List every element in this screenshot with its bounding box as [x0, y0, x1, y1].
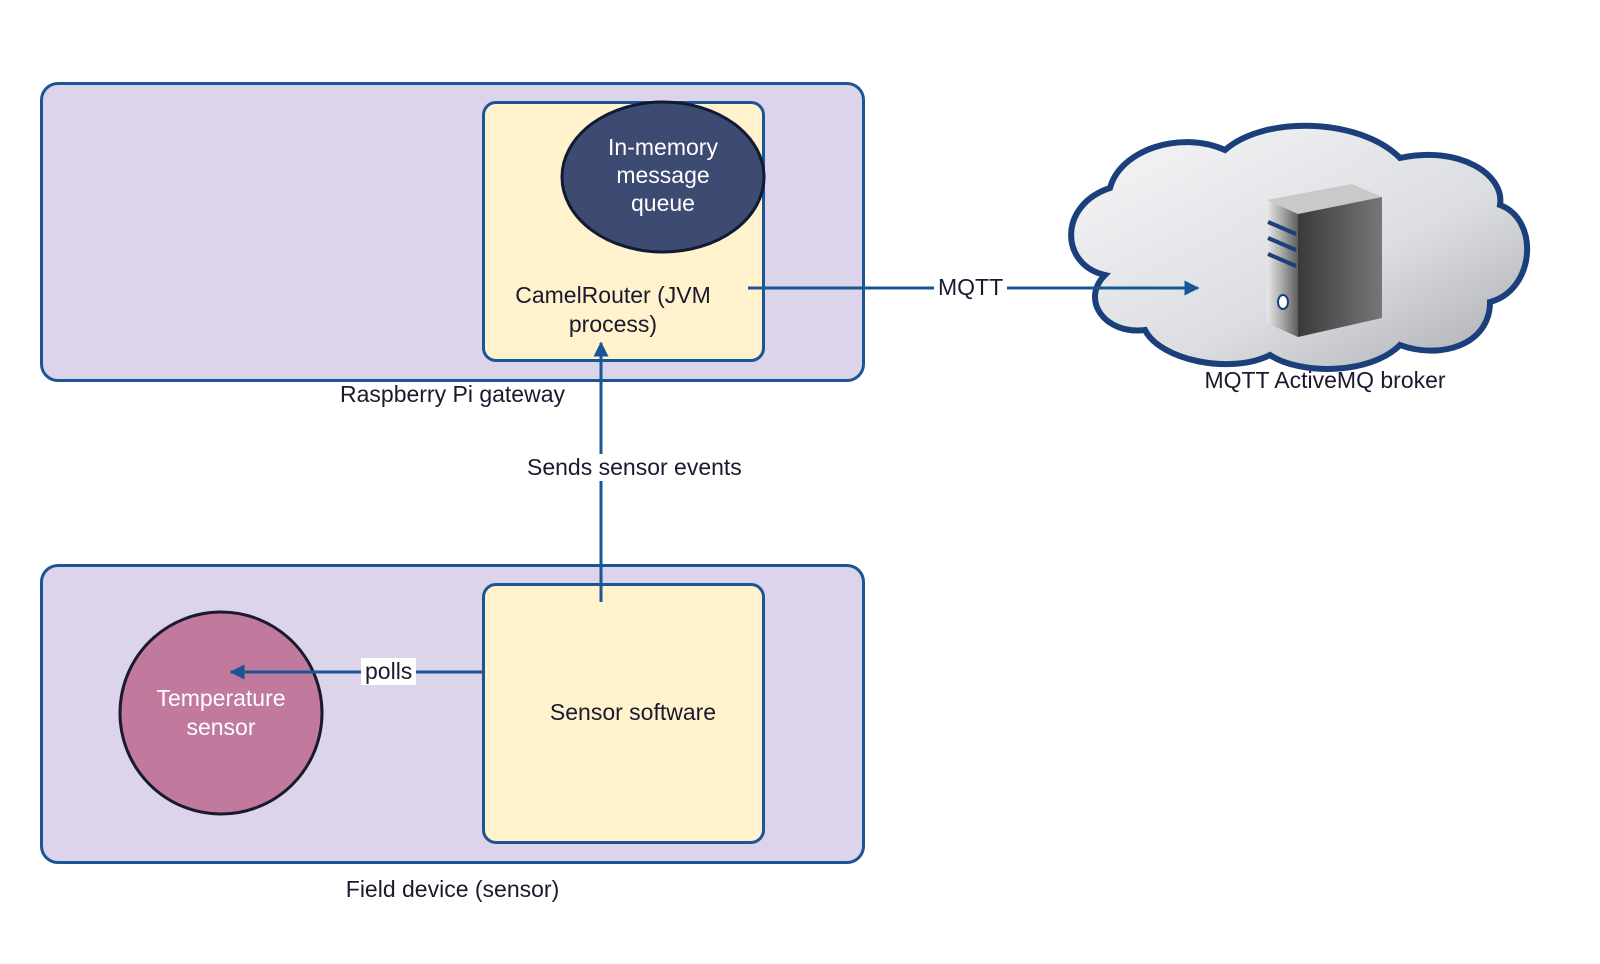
sensor-software-box — [482, 583, 765, 844]
mqtt-connection-label: MQTT — [934, 274, 1008, 301]
temperature-sensor-shape — [118, 610, 324, 816]
temperature-sensor-label: Temperature sensor — [156, 685, 286, 740]
gateway-label: Raspberry Pi gateway — [340, 381, 565, 407]
message-queue-shape — [560, 100, 766, 254]
queue-label: In-memory message queue — [608, 134, 718, 216]
camel-router-label: CamelRouter (JVM process) — [515, 282, 711, 337]
broker-label: MQTT ActiveMQ broker — [1204, 367, 1446, 393]
polls-label: polls — [361, 658, 417, 685]
field-device-label: Field device (sensor) — [345, 876, 560, 902]
sensor-software-label: Sensor software — [549, 699, 717, 725]
sends-events-label: Sends sensor events — [523, 454, 746, 481]
server-icon — [1267, 184, 1382, 337]
